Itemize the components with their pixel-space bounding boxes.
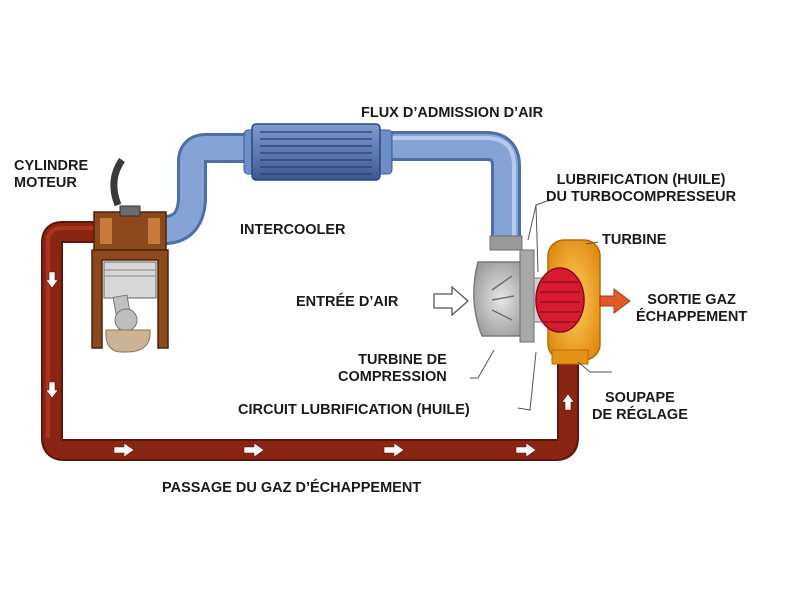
intercooler bbox=[243, 123, 393, 181]
label-lubrication-circuit: CIRCUIT LUBRIFICATION (HUILE) bbox=[238, 402, 470, 418]
arrow-up-icon bbox=[561, 393, 575, 411]
label-exhaust-outlet: SORTIE GAZ ÉCHAPPEMENT bbox=[636, 292, 748, 325]
intake-pipe bbox=[159, 131, 523, 251]
arrow-right-icon bbox=[113, 442, 135, 458]
arrow-down-icon bbox=[45, 381, 59, 399]
turbine-housing bbox=[535, 239, 601, 365]
label-air-intake-flow: FLUX D’ADMISSION D’AIR bbox=[361, 105, 544, 121]
air-inlet-arrow-icon bbox=[433, 285, 469, 317]
label-cylinder: CYLINDRE MOTEUR bbox=[14, 158, 89, 191]
exhaust-flow-arrows bbox=[45, 271, 575, 458]
label-intercooler: INTERCOOLER bbox=[240, 222, 346, 238]
exhaust-loop bbox=[41, 221, 579, 461]
label-turbine: TURBINE bbox=[602, 232, 667, 248]
arrow-right-icon bbox=[243, 442, 265, 458]
arrow-right-icon bbox=[383, 442, 405, 458]
label-wastegate: SOUPAPE DE RÉGLAGE bbox=[592, 390, 688, 423]
label-exhaust-passage: PASSAGE DU GAZ D’ÉCHAPPEMENT bbox=[162, 480, 422, 496]
compressor-housing bbox=[473, 249, 547, 343]
exhaust-outlet-arrow-icon bbox=[599, 288, 631, 314]
label-air-inlet: ENTRÉE D’AIR bbox=[296, 294, 399, 310]
label-turbo-lubrication: LUBRIFICATION (HUILE) DU TURBOCOMPRESSEU… bbox=[546, 172, 737, 205]
label-compression-turbine: TURBINE DE COMPRESSION bbox=[338, 352, 447, 385]
engine-cylinder bbox=[91, 157, 169, 353]
leader-lines bbox=[470, 199, 612, 411]
arrow-right-icon bbox=[515, 442, 537, 458]
arrow-down-icon bbox=[45, 271, 59, 289]
